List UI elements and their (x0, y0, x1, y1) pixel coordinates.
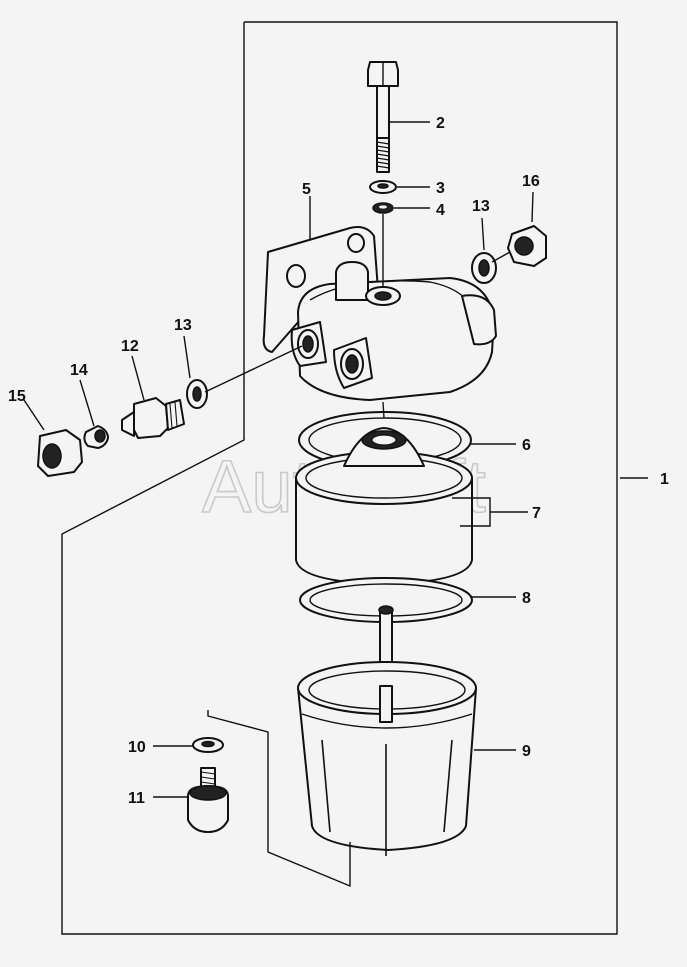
callout-13-left: 13 (174, 317, 192, 334)
part-olive (83, 425, 109, 449)
part-drain-plug (187, 767, 229, 833)
part-bolt (367, 61, 399, 173)
callout-12: 12 (121, 338, 139, 355)
callout-6: 6 (522, 437, 531, 454)
washer-hole-left (192, 386, 202, 402)
part-washer (369, 180, 397, 194)
callout-15: 15 (8, 388, 26, 405)
callout-labels: 1 2 3 4 5 6 7 8 9 10 11 12 13 13 14 15 1… (8, 115, 669, 807)
part-blanking-plug (507, 225, 547, 267)
callout-3: 3 (436, 180, 445, 197)
part-drain-washer (192, 737, 224, 753)
callout-4: 4 (436, 202, 445, 219)
part-filter-element (295, 427, 473, 585)
callout-13-right: 13 (472, 198, 490, 215)
callout-2: 2 (436, 115, 445, 132)
callout-5: 5 (302, 181, 311, 198)
callout-8: 8 (522, 590, 531, 607)
callout-10: 10 (128, 739, 146, 756)
leader-lines (23, 121, 648, 798)
callout-9: 9 (522, 743, 531, 760)
part-filter-head (262, 226, 497, 401)
callout-11: 11 (128, 790, 145, 807)
washer-hole-right (478, 259, 490, 277)
callout-16: 16 (522, 173, 540, 190)
callout-14: 14 (70, 362, 88, 379)
part-bowl (297, 605, 477, 856)
assembly-boundary (61, 21, 618, 935)
part-union-nut (37, 429, 83, 477)
part-seal (372, 202, 394, 214)
callout-7: 7 (532, 505, 541, 522)
callout-1: 1 (660, 471, 669, 488)
assembly-lines (204, 214, 511, 888)
part-fitting (121, 397, 185, 439)
